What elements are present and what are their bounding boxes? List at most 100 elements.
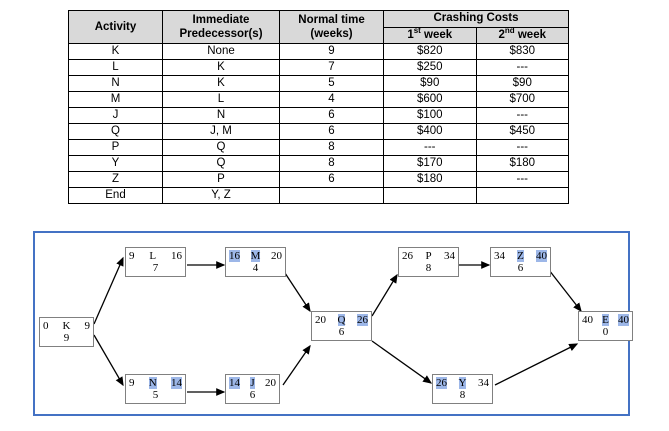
node-e-label: E	[602, 313, 609, 326]
node-j-early-start: 14	[229, 376, 240, 389]
cell-normal-time	[279, 187, 384, 204]
node-k-label: K	[62, 319, 71, 332]
node-n-early-start: 9	[129, 376, 135, 389]
cell-activity: P	[68, 139, 163, 156]
node-q-early-finish: 26	[356, 313, 368, 326]
cell-predecessor: None	[162, 43, 280, 60]
first-week-suffix: st	[413, 25, 421, 35]
diagram-arrows-layer	[93, 256, 582, 396]
cell-activity: N	[68, 75, 163, 92]
node-m-duration: 4	[252, 262, 259, 274]
node-l-early-finish: 16	[170, 249, 182, 262]
cell-cost-first-week: $180	[383, 171, 477, 188]
cell-cost-second-week: ---	[475, 107, 569, 124]
node-m-early-start: 16	[229, 249, 240, 262]
activity-cost-table: Activity Immediate Predecessor(s) Normal…	[68, 10, 569, 204]
cell-normal-time: 5	[279, 75, 384, 92]
second-week-suffix: nd	[504, 25, 515, 35]
cell-predecessor: Q	[162, 155, 280, 172]
node-p-duration: 8	[425, 262, 432, 274]
node-y-early-finish: 34	[477, 376, 489, 389]
node-q-label: Q	[337, 313, 346, 326]
arrow-q-to-y	[371, 340, 433, 384]
cell-activity: Q	[68, 123, 163, 140]
node-z-early-start: 34	[494, 249, 505, 262]
normal-time-header-line1: Normal time	[298, 14, 365, 26]
cell-normal-time: 7	[279, 59, 384, 76]
cell-predecessor: P	[162, 171, 280, 188]
cell-cost-second-week: $450	[475, 123, 569, 140]
cell-predecessor: N	[162, 107, 280, 124]
node-z-duration: 6	[517, 262, 524, 274]
cell-cost-second-week: ---	[475, 139, 569, 156]
cell-cost-second-week: $830	[475, 43, 569, 60]
cell-predecessor: Y, Z	[162, 187, 280, 204]
node-k-early-finish: 9	[84, 319, 90, 332]
arrow-q-to-p	[371, 273, 398, 317]
node-j-times-row: 14 J 20	[226, 375, 279, 389]
cell-normal-time: 8	[279, 139, 384, 156]
node-l-label: L	[149, 249, 157, 262]
arrow-k-to-l	[93, 256, 124, 325]
cell-cost-first-week: $600	[383, 91, 477, 108]
cell-cost-first-week: $400	[383, 123, 477, 140]
node-j-early-finish: 20	[265, 376, 276, 389]
cell-cost-first-week: $100	[383, 107, 477, 124]
cell-activity: Z	[68, 171, 163, 188]
node-y-duration: 8	[459, 389, 466, 401]
arrow-y-to-e	[494, 343, 579, 386]
cell-activity: M	[68, 91, 163, 108]
column-header-activity: Activity	[68, 10, 163, 44]
cell-predecessor: J, M	[162, 123, 280, 140]
node-q-early-start: 20	[315, 313, 326, 326]
cell-activity: J	[68, 107, 163, 124]
predecessor-header-line2: Predecessor(s)	[179, 28, 263, 40]
second-week-number: 2	[498, 28, 505, 41]
cell-normal-time: 8	[279, 155, 384, 172]
node-n-early-finish: 14	[170, 376, 182, 389]
node-p-early-finish: 34	[444, 249, 455, 262]
cell-activity: End	[68, 187, 163, 204]
column-header-crashing-costs: Crashing Costs	[383, 10, 569, 28]
node-e-early-start: 40	[582, 313, 593, 326]
node-n-duration: 5	[152, 389, 159, 401]
arrow-z-to-e	[548, 269, 582, 313]
node-j-label: J	[250, 376, 255, 389]
cell-cost-first-week: $250	[383, 59, 477, 76]
node-e-duration: 0	[602, 326, 609, 338]
table-header: Activity Immediate Predecessor(s) Normal…	[68, 10, 569, 44]
node-k-duration: 9	[63, 332, 70, 344]
cell-cost-second-week	[475, 187, 569, 204]
activity-table: Activity Immediate Predecessor(s) Normal…	[68, 10, 569, 204]
cell-normal-time: 6	[279, 171, 384, 188]
node-p-label: P	[425, 249, 432, 262]
cell-predecessor: K	[162, 75, 280, 92]
cell-activity: K	[68, 43, 163, 60]
cell-cost-first-week: $170	[383, 155, 477, 172]
node-q-times-row: 20 Q 26	[312, 312, 371, 326]
table-header-row-1: Activity Immediate Predecessor(s) Normal…	[68, 10, 569, 44]
first-week-number: 1	[407, 28, 414, 41]
first-week-word: week	[420, 28, 453, 41]
